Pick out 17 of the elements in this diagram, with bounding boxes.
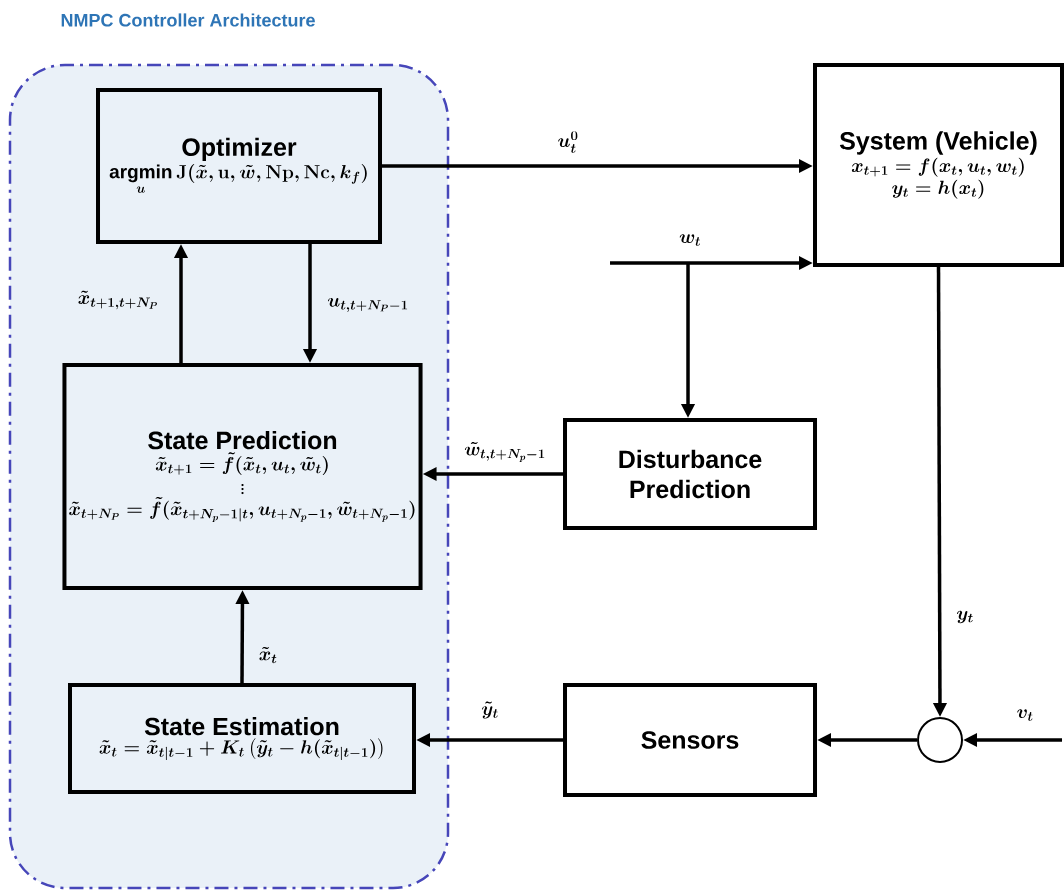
- edge-label: $u_t^0$: [558, 131, 578, 153]
- edge-label: $u_{t,t+N_P-1}$: [328, 297, 408, 312]
- edge-label: $\tilde{x}_t$: [259, 647, 277, 664]
- edge-label: $\tilde{w}_{t,t+N_p-1}$: [464, 442, 545, 462]
- edge-label: $y_t$: [957, 610, 973, 624]
- optimizer-box: Optimizer $\mathop{\mathrm{argmin}}\limits_{u} \mathbf{J}(\tilde{x},\mathbf{u},\tilde{w},\mathbf{Np},\mathbf{Nc},k_f)$: [96, 88, 382, 244]
- prediction-box: State Prediction $\tilde{x}_{t+1} = \tilde{f}(\tilde{x}_t, u_t, \tilde{w}_t)$ $\vdots$ $\tilde{x}_{t+N_P} = \tilde{f}(\tilde{x}_{t+N_p-1|t}, u_{t+N_p-1}, \tilde{w}_{t+N_p-1})$: [62, 363, 423, 590]
- estimation-box: State Estimation $\tilde{x}_t = \tilde{x}_{t|t-1} + K_t\left(\tilde{y}_t - h(\tilde{x}_{t|t-1})\right)$: [68, 683, 416, 794]
- edge-label: $\tilde{y}_t$: [482, 701, 498, 719]
- disturbance-box: Disturbance Prediction: [563, 418, 817, 530]
- system-box: System (Vehicle) $x_{t+1} = f(x_t, u_t, w_t)$ $y_t = h(x_t)$: [813, 63, 1064, 267]
- region-title: NMPC Controller Architecture: [61, 13, 315, 27]
- summing-junction: [917, 717, 963, 763]
- edge-label: $w_t$: [679, 234, 700, 246]
- edge-label: $v_t$: [1017, 709, 1033, 721]
- edge-label: $\tilde{x}_{t+1,t+N_P}$: [78, 290, 157, 310]
- sensors-box: Sensors: [563, 683, 817, 797]
